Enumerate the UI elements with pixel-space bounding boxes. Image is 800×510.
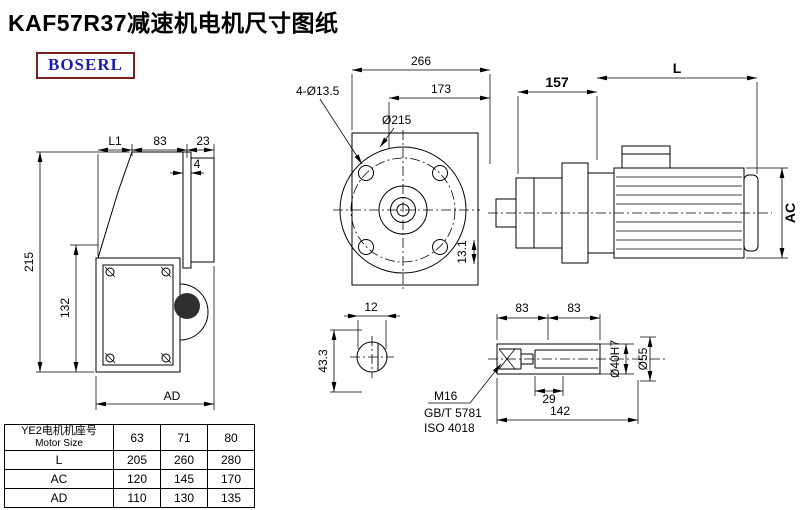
shaft-end-view	[350, 336, 394, 378]
shaft-detail-dimensions	[428, 314, 656, 424]
dim-4: 4	[194, 157, 201, 171]
label-m16: M16	[434, 389, 458, 403]
dim-142: 142	[550, 404, 570, 418]
centerlines	[333, 130, 480, 292]
bolt-hole	[358, 239, 374, 255]
motor-fins	[616, 176, 742, 250]
table-cell: 135	[207, 488, 255, 508]
corner-screw	[161, 353, 171, 363]
flange-plate-thin	[182, 151, 192, 269]
bolt-hole	[432, 239, 448, 255]
table-size-63: 63	[113, 424, 161, 451]
table-header-en: Motor Size	[35, 438, 83, 449]
corner-screw	[161, 267, 171, 277]
bolt-hole	[358, 165, 374, 181]
dim-L1: L1	[108, 134, 122, 148]
table-row-label: AD	[4, 488, 114, 508]
page-title: KAF57R37减速机电机尺寸图纸	[8, 10, 339, 36]
dim-55: Ø55	[636, 347, 650, 370]
gear-housing-outline	[351, 132, 479, 286]
dim-12: 12	[364, 300, 378, 314]
label-gbt-5781: GB/T 5781	[424, 406, 482, 420]
dim-AC: AC	[782, 203, 798, 223]
table-header-cn: YE2电机机座号	[21, 425, 97, 437]
table-row-header: YE2电机机座号 Motor Size 63 71 80	[4, 424, 255, 451]
label-iso-4018: ISO 4018	[424, 421, 475, 435]
table-cell: 280	[207, 450, 255, 470]
dim-L: L	[673, 60, 682, 76]
boserl-logo: BOSERL	[36, 52, 135, 79]
left-view-dimensions	[36, 144, 215, 410]
output-housing-inner	[102, 264, 174, 366]
section-centerlines	[350, 336, 394, 378]
table-header-cell: YE2电机机座号 Motor Size	[4, 424, 114, 451]
terminal-box	[621, 145, 671, 169]
dim-AD: AD	[164, 389, 181, 403]
dim-83-left: 83	[153, 134, 167, 148]
table-cell: 260	[160, 450, 208, 470]
left-view	[95, 151, 215, 373]
front-view	[333, 130, 480, 292]
table-size-71: 71	[160, 424, 208, 451]
table-row-AD: AD 110 130 135	[4, 488, 255, 508]
corner-screw	[105, 267, 115, 277]
table-size-80: 80	[207, 424, 255, 451]
dim-flange-diameter: Ø215	[382, 113, 412, 127]
table-row-label: AC	[4, 469, 114, 489]
output-housing	[95, 257, 181, 373]
shaft-body	[496, 343, 601, 375]
dim-43-3: 43.3	[316, 349, 330, 373]
table-cell: 170	[207, 469, 255, 489]
motor-size-table: YE2电机机座号 Motor Size 63 71 80 L 205 260 2…	[4, 424, 255, 508]
table-cell: 205	[113, 450, 161, 470]
table-row-AC: AC 120 145 170	[4, 469, 255, 489]
table-cell: 145	[160, 469, 208, 489]
dim-23: 23	[196, 134, 210, 148]
dim-83-b: 83	[567, 301, 581, 315]
side-view	[488, 145, 772, 264]
dim-13-1: 13.1	[455, 240, 469, 264]
bell-housing-edge	[97, 151, 133, 259]
flange-plate-wide	[190, 157, 215, 263]
side-view-dimensions	[517, 75, 788, 259]
dim-215: 215	[22, 252, 36, 272]
shaft-end-dimensions	[330, 313, 400, 393]
corner-screw	[105, 353, 115, 363]
table-cell: 120	[113, 469, 161, 489]
dim-157: 157	[545, 74, 569, 90]
dim-83-a: 83	[515, 301, 529, 315]
front-view-dimensions	[319, 67, 491, 165]
bore-hatch	[498, 348, 516, 370]
dim-bolt-holes: 4-Ø13.5	[296, 84, 340, 98]
dim-173: 173	[431, 82, 451, 96]
dim-29: 29	[542, 392, 556, 406]
shaft-hole	[174, 293, 200, 319]
table-cell: 130	[160, 488, 208, 508]
table-row-label: L	[4, 450, 114, 470]
dim-266: 266	[411, 54, 431, 68]
keyway-lines	[534, 349, 598, 369]
table-cell: 110	[113, 488, 161, 508]
adapter-bump	[179, 283, 209, 341]
bolt-hole	[432, 165, 448, 181]
shaft-detail-view	[488, 343, 668, 375]
table-row-L: L 205 260 280	[4, 450, 255, 470]
fan-cover	[743, 174, 759, 252]
dim-132: 132	[58, 298, 72, 318]
tapped-bore	[499, 348, 534, 370]
dim-40H7: Ø40H7	[608, 340, 622, 378]
